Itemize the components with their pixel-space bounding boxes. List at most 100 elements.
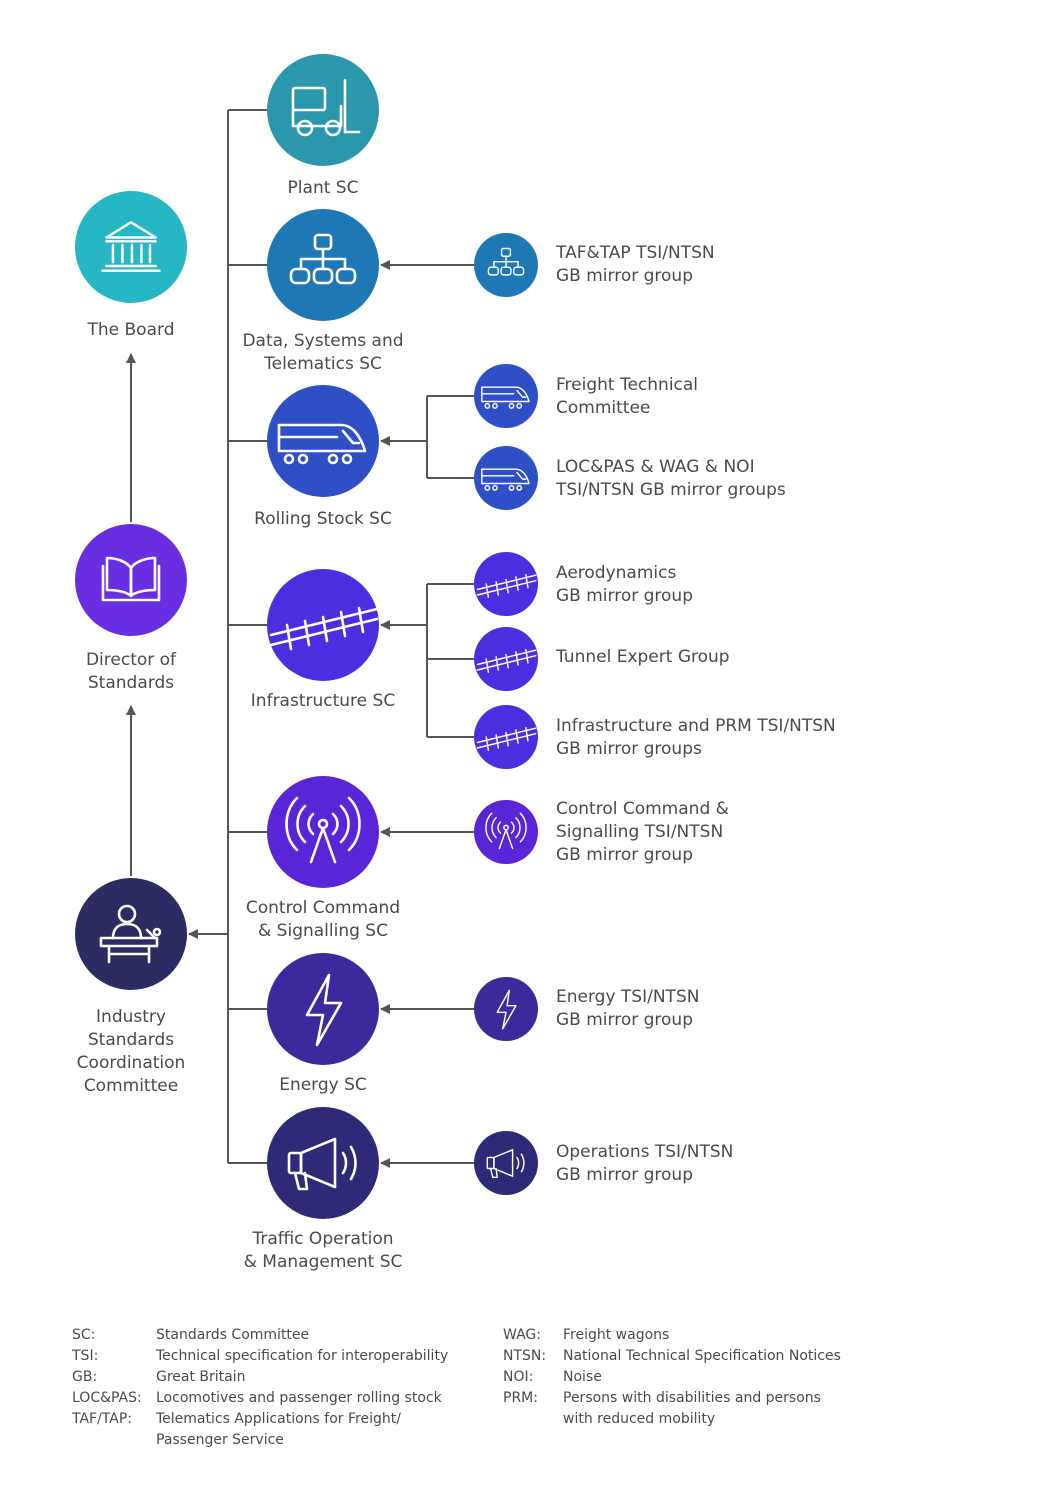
- open-book-icon: [101, 556, 161, 602]
- legend-entry: TAF/TAP:Telematics Applications for Frei…: [72, 1409, 492, 1451]
- megaphone-icon: [486, 1149, 525, 1179]
- legend-definition: Locomotives and passenger rolling stock: [156, 1388, 442, 1409]
- group-label-3: Aerodynamics GB mirror group: [556, 562, 1016, 608]
- legend-definition: Technical specification for interoperabi…: [156, 1346, 448, 1367]
- committee-label-rolling: Rolling Stock SC: [213, 508, 433, 531]
- committee-label-rolling-line: Rolling Stock SC: [254, 509, 392, 529]
- board-node: [75, 191, 187, 303]
- legend-definition-line: Persons with disabilities and persons: [563, 1390, 821, 1406]
- legend-definition-line: Telematics Applications for Freight/: [156, 1411, 401, 1427]
- legend-entry: GB: Great Britain: [72, 1367, 492, 1388]
- group-label-7-line: Energy TSI/NTSN: [556, 987, 700, 1007]
- committee-label-traffic-line: Traffic Operation: [252, 1229, 394, 1249]
- train-icon: [481, 468, 530, 491]
- group-node-8: [474, 1131, 538, 1195]
- group-label-6-line: GB mirror group: [556, 845, 693, 865]
- legend-entry: PRM: Persons with disabilities and person…: [503, 1388, 923, 1430]
- legend-entry: TSI: Technical specification for interope…: [72, 1346, 492, 1367]
- legend-definition-line: Great Britain: [156, 1369, 246, 1385]
- railway-track-icon: [269, 606, 379, 651]
- legend-definition-line: Locomotives and passenger rolling stock: [156, 1390, 442, 1406]
- signal-tower-icon: [485, 812, 527, 850]
- iscc-label-line: Committee: [83, 1076, 179, 1096]
- group-label-8-line: Operations TSI/NTSN: [556, 1142, 734, 1162]
- group-label-2: LOC&PAS & WAG & NOI TSI/NTSN GB mirror gr…: [556, 456, 1016, 502]
- legend-entry: NTSN: National Technical Specification No…: [503, 1346, 923, 1367]
- group-node-3: [474, 552, 538, 616]
- hierarchy-icon: [487, 247, 525, 276]
- group-label-2-line: LOC&PAS & WAG & NOI: [556, 457, 755, 477]
- legend-entry: LOC&PAS: Locomotives and passenger rollin…: [72, 1388, 492, 1409]
- committee-node-plant: [267, 54, 379, 166]
- legend-abbreviation: TSI:: [72, 1348, 99, 1364]
- committee-node-traffic: [267, 1107, 379, 1219]
- group-node-5: [474, 705, 538, 769]
- legend-abbreviation: NTSN:: [503, 1348, 547, 1364]
- committee-label-energy-line: Energy SC: [279, 1075, 367, 1095]
- group-label-6-line: Control Command &: [556, 799, 729, 819]
- legend-definition-line: Noise: [563, 1369, 602, 1385]
- group-label-0-line: TAF&TAP TSI/NTSN: [556, 243, 715, 263]
- group-node-1: [474, 364, 538, 428]
- legend-definition-line: National Technical Specification Notices: [563, 1348, 841, 1364]
- legend-definition-line: with reduced mobility: [563, 1411, 716, 1427]
- committee-node-rolling: [267, 385, 379, 497]
- legend-definition-line: Passenger Service: [156, 1432, 284, 1448]
- group-label-1-line: Committee: [556, 398, 651, 418]
- legend-abbreviation: PRM:: [503, 1390, 538, 1406]
- group-label-5-line: Infrastructure and PRM TSI/NTSN: [556, 716, 836, 736]
- group-label-6-line: Signalling TSI/NTSN: [556, 822, 724, 842]
- committee-node-ccs: [267, 776, 379, 888]
- committee-label-energy: Energy SC: [213, 1074, 433, 1097]
- legend-abbreviation: WAG:: [503, 1327, 541, 1343]
- director-of-standards-label-line: Standards: [87, 673, 175, 693]
- group-node-0: [474, 233, 538, 297]
- legend-abbreviation: GB:: [72, 1369, 98, 1385]
- iscc-label-line: Coordination: [76, 1053, 186, 1073]
- group-label-4: Tunnel Expert Group: [556, 646, 1016, 669]
- committee-label-ccs-line: Control Command: [245, 898, 401, 918]
- group-label-6: Control Command & Signalling TSI/NTSN GB m…: [556, 798, 1016, 867]
- legend-definition: Great Britain: [156, 1367, 246, 1388]
- committee-label-data-line: Telematics SC: [264, 354, 382, 374]
- legend-definition: National Technical Specification Notices: [563, 1346, 841, 1367]
- group-label-0-line: GB mirror group: [556, 266, 693, 286]
- legend-entry: SC:Standards Committee: [72, 1325, 492, 1346]
- legend-definition: Telematics Applications for Freight/Pass…: [156, 1409, 401, 1451]
- committee-node-infra: [267, 569, 379, 681]
- committee-node-energy: [267, 953, 379, 1065]
- group-label-3-line: GB mirror group: [556, 586, 693, 606]
- railway-track-icon: [476, 573, 537, 598]
- speaker-podium-icon: [99, 904, 162, 964]
- committee-label-infra-line: Infrastructure SC: [250, 691, 396, 711]
- group-label-5-line: GB mirror groups: [556, 739, 702, 759]
- committee-label-ccs: Control Command & Signalling SC: [213, 897, 433, 943]
- committee-label-traffic: Traffic Operation & Management SC: [213, 1228, 433, 1274]
- iscc-label-line: Standards: [87, 1030, 175, 1050]
- group-label-4-line: Tunnel Expert Group: [556, 647, 730, 667]
- legend-definition: Noise: [563, 1367, 602, 1388]
- group-label-0: TAF&TAP TSI/NTSN GB mirror group: [556, 242, 1016, 288]
- committee-node-data: [267, 209, 379, 321]
- group-label-5: Infrastructure and PRM TSI/NTSN GB mirror…: [556, 715, 1016, 761]
- committee-label-plant: Plant SC: [213, 177, 433, 200]
- legend-definition: Persons with disabilities and persons wit…: [563, 1388, 821, 1430]
- committee-label-traffic-line: & Management SC: [243, 1252, 403, 1272]
- signal-tower-icon: [285, 796, 361, 864]
- railway-track-icon: [476, 726, 537, 751]
- train-icon: [481, 386, 530, 409]
- director-of-standards-label-line: Director of: [85, 650, 177, 670]
- committee-label-ccs-line: & Signalling SC: [258, 921, 388, 941]
- lightning-icon: [305, 973, 343, 1047]
- group-label-2-line: TSI/NTSN GB mirror groups: [556, 480, 786, 500]
- group-label-3-line: Aerodynamics: [556, 563, 677, 583]
- legend-definition-line: Standards Committee: [156, 1327, 310, 1343]
- iscc-label-line: Industry: [96, 1007, 166, 1027]
- legend-definition-line: Freight wagons: [563, 1327, 670, 1343]
- legend-abbreviation: LOC&PAS:: [72, 1390, 142, 1406]
